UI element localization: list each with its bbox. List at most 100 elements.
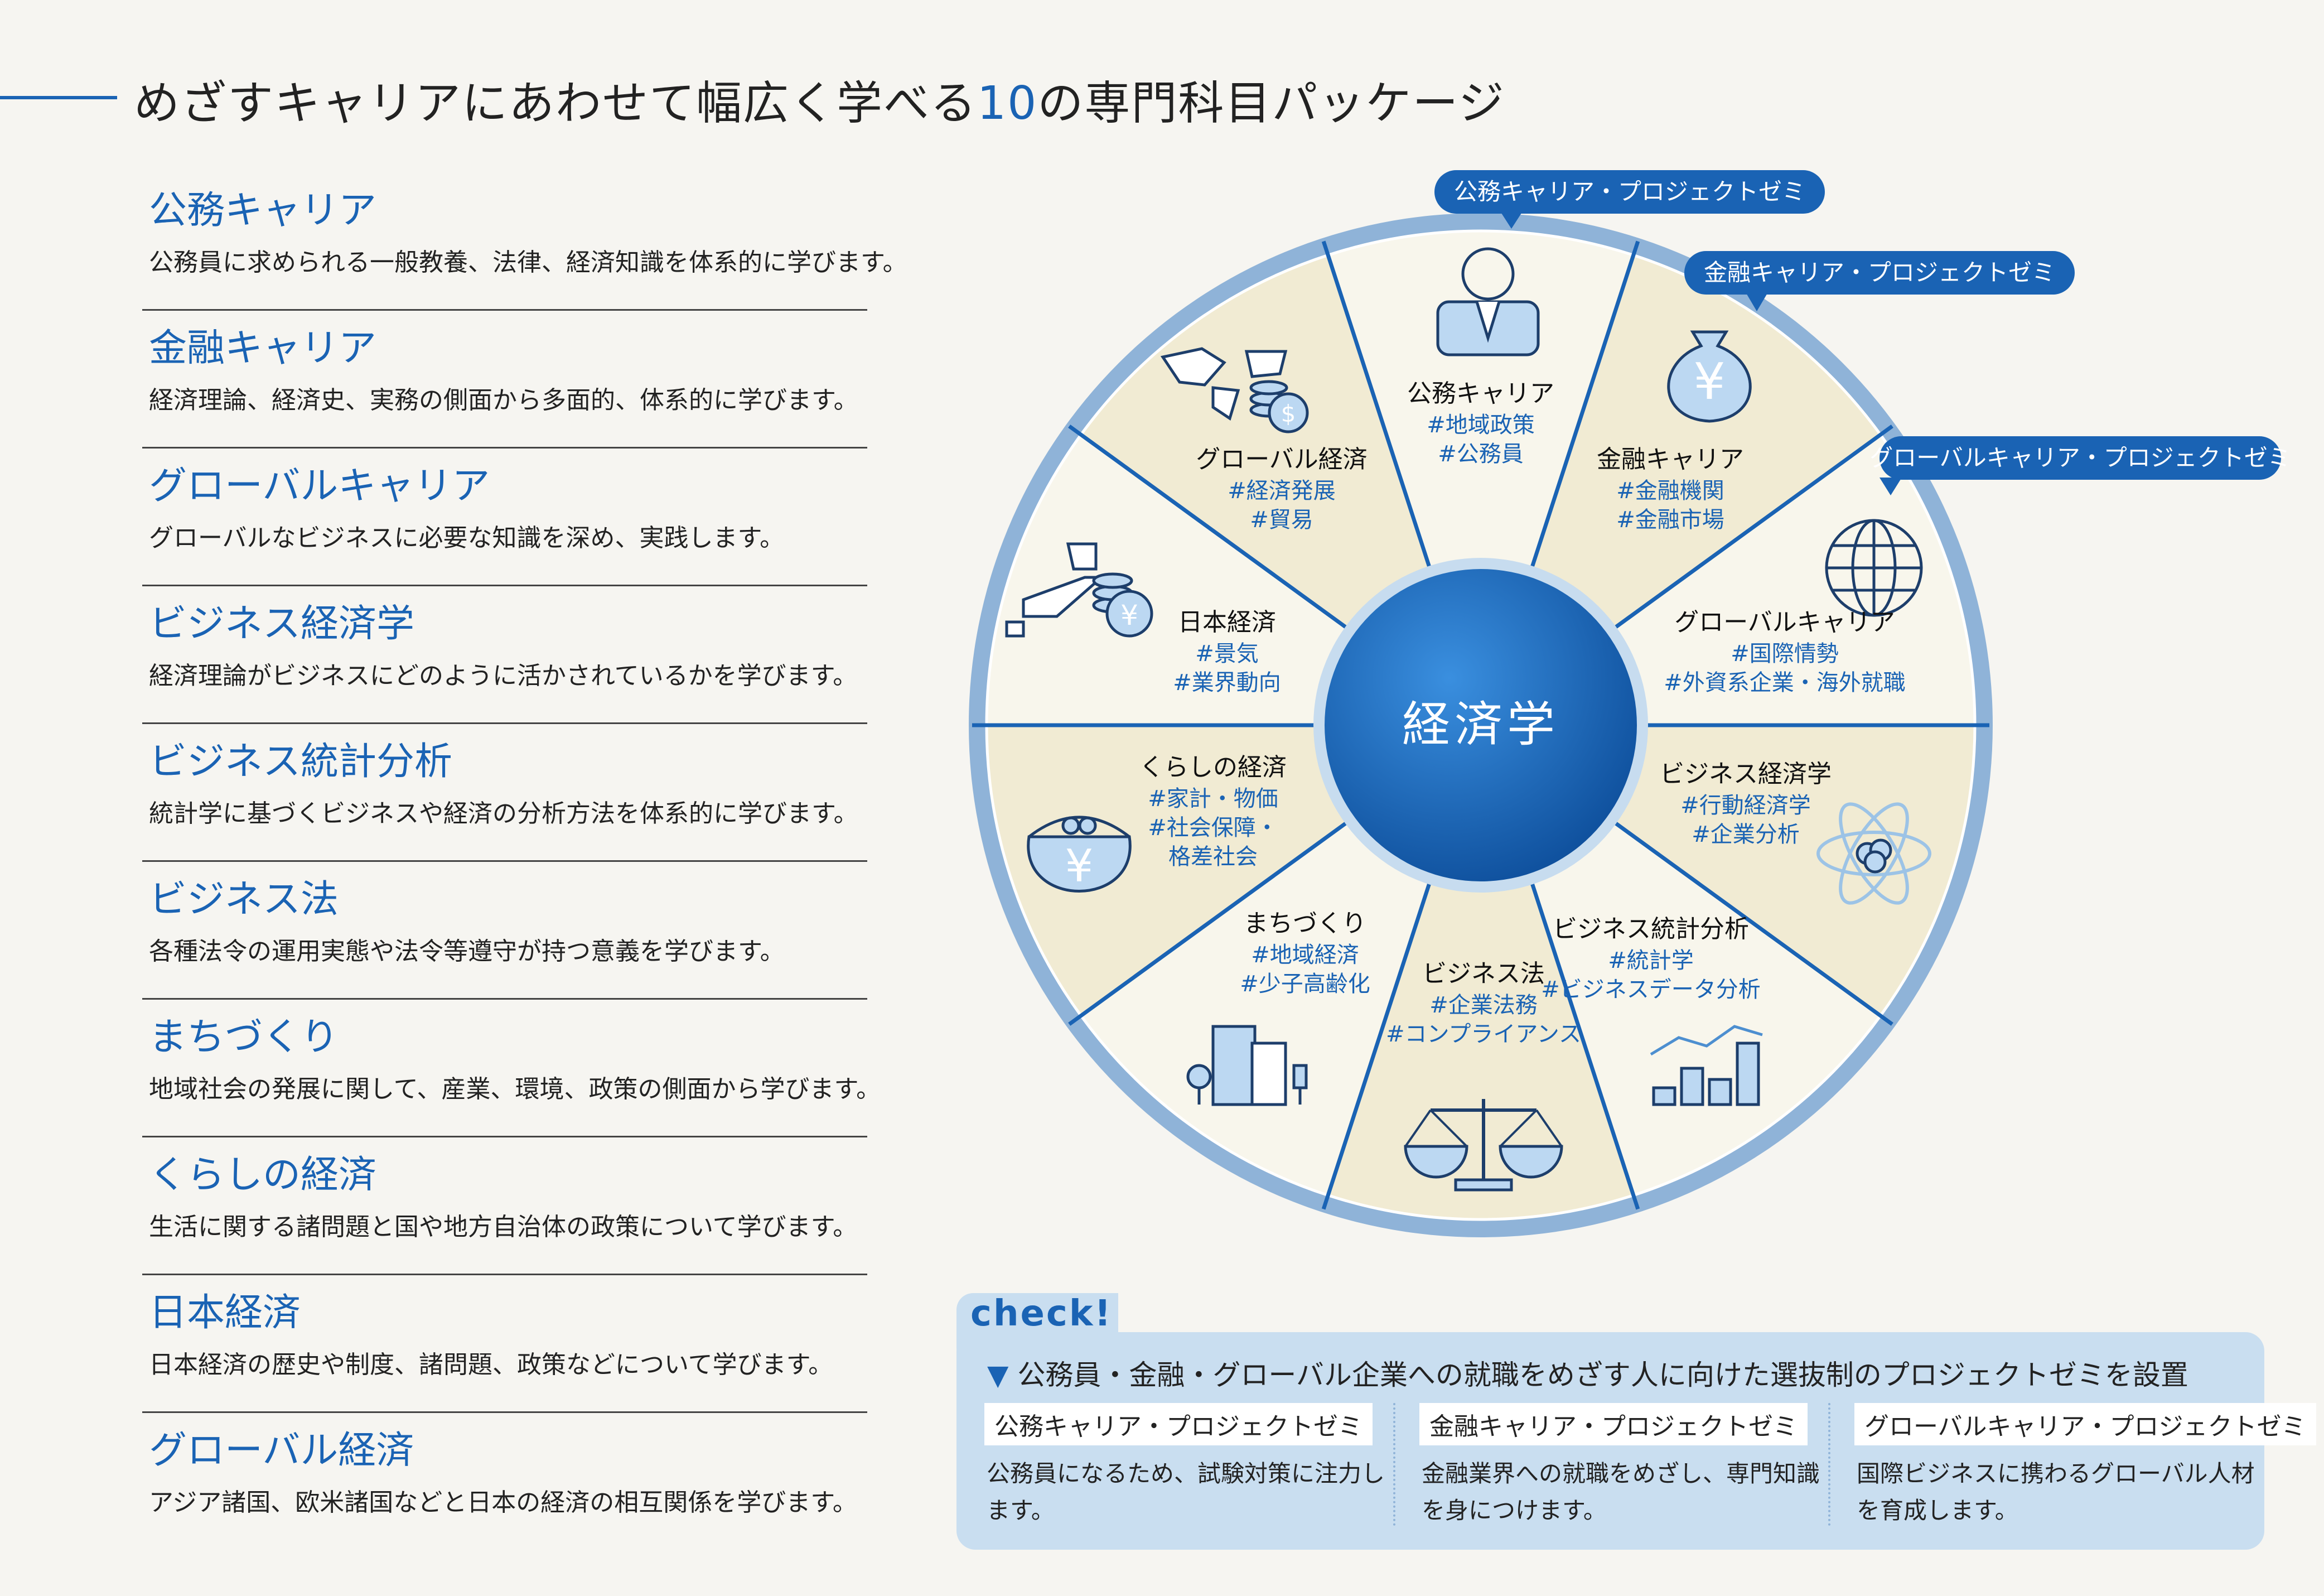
segment-tag: #経済発展 — [1228, 478, 1336, 504]
segment-tag: #金融市場 — [1616, 507, 1724, 533]
zemi-title: 公務キャリア・プロジェクトゼミ — [984, 1403, 1373, 1445]
svg-text:¥: ¥ — [1065, 840, 1094, 892]
zemi-callout: グローバルキャリア・プロジェクトゼミ — [1869, 436, 2291, 495]
segment-title: ビジネス統計分析 — [1553, 915, 1749, 943]
segment-title: 公務キャリア — [1407, 379, 1554, 408]
zemi-item: グローバルキャリア・プロジェクトゼミ 国際ビジネスに携わるグローバル人材を育成し… — [1854, 1403, 2316, 1529]
zemi-desc: 国際ビジネスに携わるグローバル人材を育成します。 — [1857, 1460, 2255, 1524]
subject-item: 公務キャリア公務員に求められる一般教養、法律、経済知識を体系的に学びます。 — [142, 173, 907, 311]
subject-name: くらしの経済 — [149, 1153, 377, 1197]
segment-tag: #地域政策 — [1427, 412, 1535, 438]
subject-item: グローバルキャリアグローバルなビジネスに必要な知識を深め、実践します。 — [142, 449, 867, 586]
wheel-spoke — [1527, 874, 1640, 1210]
subject-desc: 経済理論がビジネスにどのように活かされているかを学びます。 — [149, 662, 858, 690]
hub-label: 経済学 — [1402, 697, 1559, 753]
subject-desc: グローバルなビジネスに必要な知識を深め、実践します。 — [149, 524, 785, 552]
subject-desc: 統計学に基づくビジネスや経済の分析方法を体系的に学びます。 — [149, 799, 858, 828]
check-tab — [956, 1293, 1118, 1349]
subject-name: グローバルキャリア — [149, 464, 490, 508]
atom-icon — [1816, 802, 1931, 905]
segment-tag: #ビジネスデータ分析 — [1541, 977, 1761, 1002]
page-title: めざすキャリアにあわせて幅広く学べる10の専門科目パッケージ — [134, 77, 1505, 130]
segment-tag: #コンプライアンス — [1386, 1021, 1581, 1047]
zemi-divider — [1393, 1403, 1395, 1526]
subject-list: 公務キャリア公務員に求められる一般教養、法律、経済知識を体系的に学びます。 金融… — [142, 173, 907, 1551]
money-bag-icon: ¥ — [1667, 330, 1752, 423]
zemi-item: 金融キャリア・プロジェクトゼミ 金融業界への就職をめざし、専門知識を身につけます… — [1419, 1403, 1827, 1529]
segment-tag: #公務員 — [1438, 441, 1524, 467]
segment-tag: #国際情勢 — [1731, 641, 1839, 667]
buildings-icon — [1186, 1025, 1308, 1106]
zemi-title: 金融キャリア・プロジェクトゼミ — [1419, 1403, 1808, 1445]
zemi-divider — [1828, 1403, 1830, 1526]
world-map-icon: $ — [1160, 347, 1309, 433]
subject-name: ビジネス統計分析 — [149, 740, 453, 784]
subject-name: 金融キャリア — [149, 326, 377, 370]
subject-item: 金融キャリア経済理論、経済史、実務の側面から多面的、体系的に学びます。 — [142, 311, 867, 449]
wheel-spoke — [1607, 816, 1893, 1026]
segment-title: 金融キャリア — [1597, 445, 1744, 474]
subject-desc: 公務員に求められる一般教養、法律、経済知識を体系的に学びます。 — [149, 248, 907, 277]
subject-name: 日本経済 — [149, 1291, 301, 1335]
subject-item: 日本経済日本経済の歴史や制度、諸問題、政策などについて学びます。 — [142, 1275, 867, 1413]
callout-label: 公務キャリア・プロジェクトゼミ — [1454, 178, 1805, 205]
title-accent-line — [0, 96, 117, 99]
subject-desc: 日本経済の歴史や制度、諸問題、政策などについて学びます。 — [149, 1351, 833, 1379]
subject-item: グローバル経済アジア諸国、欧米諸国などと日本の経済の相互関係を学びます。 — [142, 1413, 867, 1551]
triangle-down-icon: ▼ — [987, 1359, 1009, 1391]
subject-name: ビジネス法 — [149, 877, 339, 922]
subject-desc: 地域社会の発展に関して、産業、環境、政策の側面から学びます。 — [149, 1075, 881, 1103]
subject-name: まちづくり — [149, 1015, 339, 1059]
zemi-desc: 金融業界への就職をめざし、専門知識を身につけます。 — [1422, 1460, 1820, 1524]
segment-tag: #地域経済 — [1251, 942, 1359, 968]
segment-tag: #金融機関 — [1616, 478, 1724, 504]
segment-title: ビジネス法 — [1422, 959, 1545, 988]
zemi-title: グローバルキャリア・プロジェクトゼミ — [1854, 1403, 2316, 1445]
wheel-spoke — [1321, 240, 1434, 576]
hub — [1325, 569, 1637, 881]
bar-chart-icon — [1650, 1025, 1763, 1106]
svg-text:¥: ¥ — [1120, 599, 1138, 631]
segment-tag: #外資系企業・海外就職 — [1664, 670, 1906, 696]
person-icon — [1436, 247, 1540, 356]
subject-desc: 生活に関する諸問題と国や地方自治体の政策について学びます。 — [149, 1213, 858, 1241]
wheel-spoke — [1607, 425, 1893, 635]
segment-tag: #企業分析 — [1692, 822, 1800, 847]
subject-item: くらしの経済生活に関する諸問題と国や地方自治体の政策について学びます。 — [142, 1137, 867, 1275]
segment-title: まちづくり — [1244, 909, 1366, 938]
segment-title: グローバル経済 — [1196, 445, 1368, 474]
zemi-item: 公務キャリア・プロジェクトゼミ 公務員になるため、試験対策に注力します。 — [984, 1403, 1391, 1529]
svg-text:$: $ — [1281, 400, 1296, 427]
globe-icon — [1825, 519, 1923, 617]
japan-map-icon: ¥ — [1005, 542, 1153, 638]
wheel-spoke — [1068, 425, 1355, 635]
wheel-spoke — [1068, 816, 1355, 1026]
segment-tag: #社会保障・ — [1148, 815, 1278, 841]
subject-name: グローバル経済 — [149, 1429, 414, 1473]
scales-icon — [1404, 1099, 1563, 1192]
purse-icon: ¥ — [1027, 816, 1132, 893]
segment-tag: #統計学 — [1608, 948, 1694, 973]
check-label: check! — [970, 1293, 1113, 1334]
segment-title: くらしの経済 — [1139, 753, 1287, 782]
subject-desc: アジア諸国、欧米諸国などと日本の経済の相互関係を学びます。 — [149, 1488, 857, 1517]
segment-tag: #行動経済学 — [1680, 793, 1811, 818]
subject-item: ビジネス統計分析統計学に基づくビジネスや経済の分析方法を体系的に学びます。 — [142, 724, 867, 862]
segment-title: グローバルキャリア — [1674, 608, 1895, 637]
segment-tag: #景気 — [1195, 641, 1259, 667]
subject-desc: 経済理論、経済史、実務の側面から多面的、体系的に学びます。 — [149, 386, 858, 414]
segment-title: ビジネス経済学 — [1660, 760, 1832, 788]
segment-tag: #業界動向 — [1173, 670, 1281, 696]
segment-tag: #少子高齢化 — [1240, 971, 1370, 997]
zemi-callout: 公務キャリア・プロジェクトゼミ — [1434, 170, 1825, 229]
segment-tag: #家計・物価 — [1148, 786, 1278, 812]
wheel-spoke — [1527, 240, 1640, 576]
segment-tag: #貿易 — [1250, 507, 1313, 533]
zemi-callout: 金融キャリア・プロジェクトゼミ — [1684, 251, 2075, 311]
subject-item: ビジネス法各種法令の運用実態や法令等遵守が持つ意義を学びます。 — [142, 862, 867, 1000]
svg-text:¥: ¥ — [1693, 353, 1725, 411]
segment-title: 日本経済 — [1178, 608, 1276, 637]
subject-desc: 各種法令の運用実態や法令等遵守が持つ意義を学びます。 — [149, 937, 785, 966]
check-headline: ▼ 公務員・金融・グローバル企業への就職をめざす人に向けた選抜制のプロジェクトゼ… — [987, 1359, 2188, 1391]
